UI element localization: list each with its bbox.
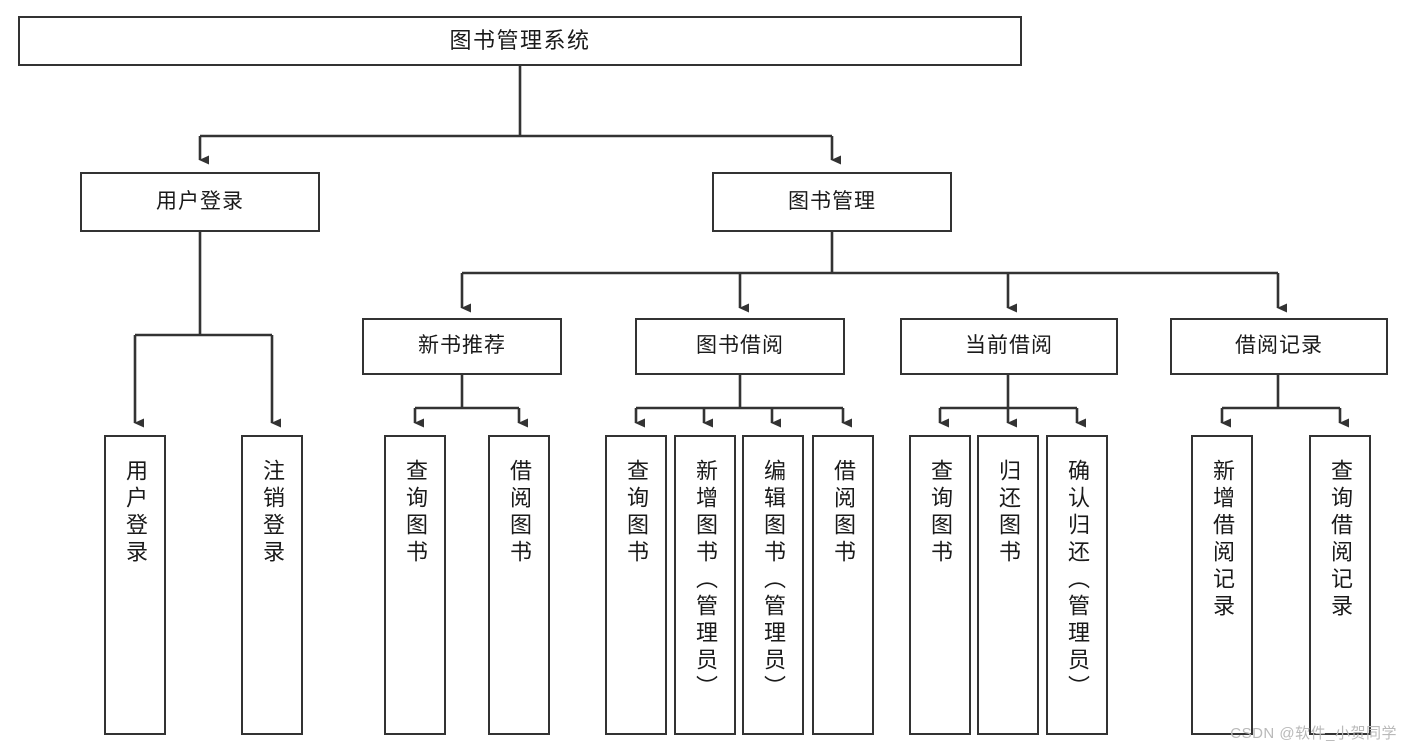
leaf-edit-book-admin[interactable]: 编辑图书（管理员） [742,435,804,735]
leaf-borrow-book-recommend[interactable]: 借阅图书 [488,435,550,735]
node-new-book-recommend[interactable]: 新书推荐 [362,318,562,375]
leaf-query-book-borrow[interactable]: 查询图书 [605,435,667,735]
node-label: 当前借阅 [965,334,1053,358]
node-label: 查询图书 [928,459,953,567]
node-label: 用户登录 [156,189,244,213]
leaf-query-book-recommend[interactable]: 查询图书 [384,435,446,735]
node-label: 归还图书 [996,459,1021,567]
leaf-add-book-admin[interactable]: 新增图书（管理员） [674,435,736,735]
node-book-management[interactable]: 图书管理 [712,172,952,232]
node-label: 新增图书（管理员） [693,459,718,702]
node-root-book-management-system[interactable]: 图书管理系统 [18,16,1022,66]
node-label: 查询借阅记录 [1328,459,1353,621]
node-label: 查询图书 [624,459,649,567]
leaf-query-borrow-record[interactable]: 查询借阅记录 [1309,435,1371,735]
leaf-user-login[interactable]: 用户登录 [104,435,166,735]
node-current-borrow[interactable]: 当前借阅 [900,318,1118,375]
leaf-query-book-current[interactable]: 查询图书 [909,435,971,735]
node-label: 查询图书 [403,459,428,567]
node-user-login[interactable]: 用户登录 [80,172,320,232]
node-label: 注销登录 [260,459,285,567]
node-label: 图书借阅 [696,334,784,358]
node-label: 借阅图书 [831,459,856,567]
node-label: 用户登录 [123,459,148,567]
node-label: 图书管理 [788,189,876,213]
leaf-confirm-return-admin[interactable]: 确认归还（管理员） [1046,435,1108,735]
node-label: 图书管理系统 [449,28,591,54]
node-label: 借阅图书 [507,459,532,567]
node-label: 新增借阅记录 [1210,459,1235,621]
leaf-return-book[interactable]: 归还图书 [977,435,1039,735]
node-book-borrow[interactable]: 图书借阅 [635,318,845,375]
node-borrow-record[interactable]: 借阅记录 [1170,318,1388,375]
leaf-logout-login[interactable]: 注销登录 [241,435,303,735]
node-label: 编辑图书（管理员） [761,459,786,702]
leaf-borrow-book[interactable]: 借阅图书 [812,435,874,735]
node-label: 借阅记录 [1235,334,1323,358]
leaf-add-borrow-record[interactable]: 新增借阅记录 [1191,435,1253,735]
node-label: 新书推荐 [418,334,506,358]
node-label: 确认归还（管理员） [1065,459,1090,702]
